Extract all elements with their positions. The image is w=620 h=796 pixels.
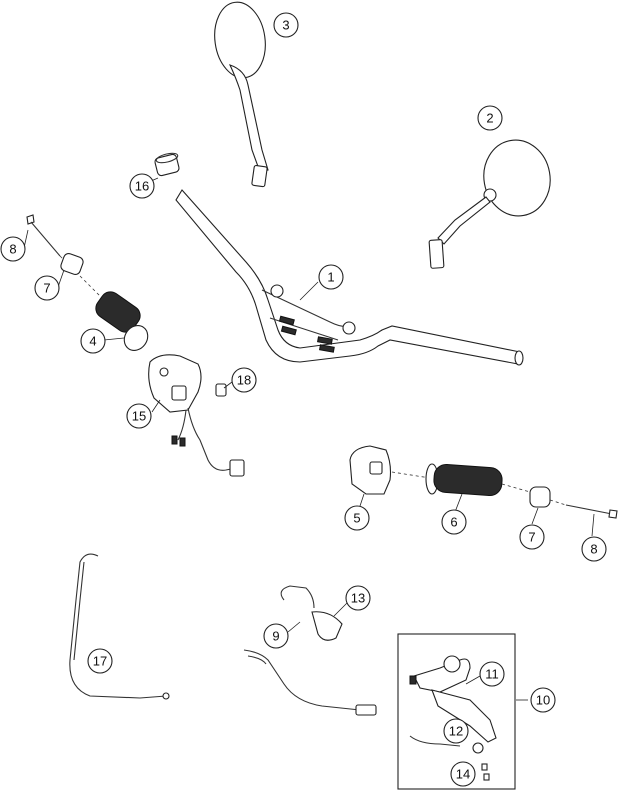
svg-text:8: 8 (590, 542, 597, 557)
svg-text:2: 2 (486, 111, 493, 126)
switch-left (148, 354, 245, 477)
svg-text:8: 8 (9, 242, 16, 257)
assembly-box (397, 633, 516, 790)
svg-text:12: 12 (449, 724, 463, 739)
svg-text:14: 14 (456, 767, 470, 782)
callout-11: 11 (479, 661, 505, 687)
callout-13: 13 (345, 585, 371, 611)
callout-1: 1 (318, 264, 344, 290)
callout-17: 17 (87, 648, 113, 674)
bar-end-screw-right (565, 504, 618, 519)
svg-text:15: 15 (132, 409, 146, 424)
switch-right (349, 445, 392, 495)
callout-7-right: 7 (519, 524, 545, 550)
sleeve (154, 152, 180, 177)
callout-8-left: 8 (0, 236, 26, 262)
callout-18: 18 (231, 367, 257, 393)
svg-text:11: 11 (485, 667, 499, 682)
callout-8-right: 8 (581, 536, 607, 562)
callout-5: 5 (344, 505, 370, 531)
svg-text:16: 16 (135, 179, 149, 194)
clip (215, 383, 227, 397)
grip-right (425, 463, 503, 497)
svg-text:5: 5 (353, 511, 360, 526)
callout-15: 15 (126, 403, 152, 429)
svg-text:9: 9 (272, 629, 279, 644)
mirror-left (214, 1, 269, 188)
svg-text:4: 4 (89, 334, 96, 349)
svg-text:7: 7 (43, 281, 50, 296)
callout-14: 14 (450, 761, 476, 787)
grip-left (95, 291, 149, 351)
callout-6: 6 (441, 509, 467, 535)
callout-12: 12 (443, 718, 469, 744)
svg-text:3: 3 (282, 18, 289, 33)
callout-9: 9 (263, 623, 289, 649)
svg-text:1: 1 (327, 270, 334, 285)
mirror-right (428, 139, 551, 269)
clutch-lever-assembly (409, 655, 497, 781)
bar-end-screw-left (26, 214, 61, 257)
cable-17 (69, 553, 170, 700)
bar-end-weight-left (60, 252, 84, 276)
callout-2: 2 (477, 105, 503, 131)
svg-text:13: 13 (351, 591, 365, 606)
svg-text:17: 17 (93, 654, 107, 669)
clutch-cable (243, 585, 377, 716)
callout-16: 16 (129, 173, 155, 199)
svg-text:6: 6 (450, 515, 457, 530)
callout-10: 10 (530, 687, 556, 713)
handlebar (175, 189, 524, 366)
callout-7-left: 7 (34, 275, 60, 301)
leader-lines (23, 177, 595, 701)
svg-text:10: 10 (536, 693, 550, 708)
svg-text:18: 18 (237, 373, 251, 388)
bar-end-weight-right (529, 486, 551, 508)
svg-text:7: 7 (528, 530, 535, 545)
callout-3: 3 (273, 12, 299, 38)
callout-4: 4 (80, 328, 106, 354)
lever-cover (311, 611, 343, 641)
